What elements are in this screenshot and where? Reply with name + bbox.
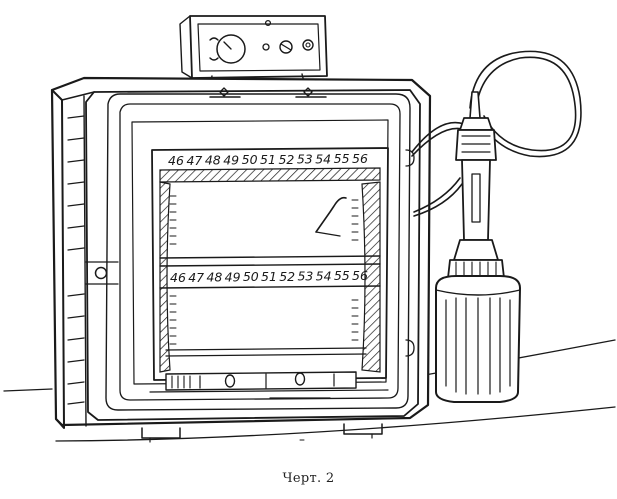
scale-label: 49 xyxy=(225,269,241,284)
chart-window xyxy=(149,147,389,399)
latch-icon xyxy=(94,266,108,280)
roller-knob-right xyxy=(294,372,306,386)
sensor-probe xyxy=(435,91,521,403)
gauge-icon xyxy=(216,34,246,64)
knob-icon xyxy=(279,40,293,54)
scale-label: 48 xyxy=(206,270,222,285)
scale-label: 55 xyxy=(334,151,350,166)
scale-label: 46 xyxy=(170,270,186,285)
scale-label: 50 xyxy=(242,152,258,167)
scale-label: 49 xyxy=(223,152,239,167)
scale-label: 51 xyxy=(261,269,277,284)
scale-label: 56 xyxy=(352,151,368,166)
scale-label: 46 xyxy=(168,153,184,168)
scale-label: 54 xyxy=(316,268,332,283)
scale-label: 52 xyxy=(278,152,294,167)
scale-label: 47 xyxy=(186,153,202,168)
roller-knob-left xyxy=(224,374,236,388)
scale-label: 56 xyxy=(352,268,368,283)
scale-label: 52 xyxy=(279,269,295,284)
scale-label: 50 xyxy=(243,269,259,284)
scale-label: 51 xyxy=(260,152,276,167)
scale-label: 55 xyxy=(334,268,350,283)
scale-label: 53 xyxy=(297,152,313,167)
scale-label: 48 xyxy=(205,153,221,168)
cable xyxy=(411,50,582,217)
scale-label: 54 xyxy=(315,151,331,166)
figure-caption: Черт. 2 xyxy=(282,471,335,486)
scale-label: 53 xyxy=(297,269,313,284)
scale-label: 47 xyxy=(188,270,204,285)
control-unit xyxy=(179,15,328,85)
